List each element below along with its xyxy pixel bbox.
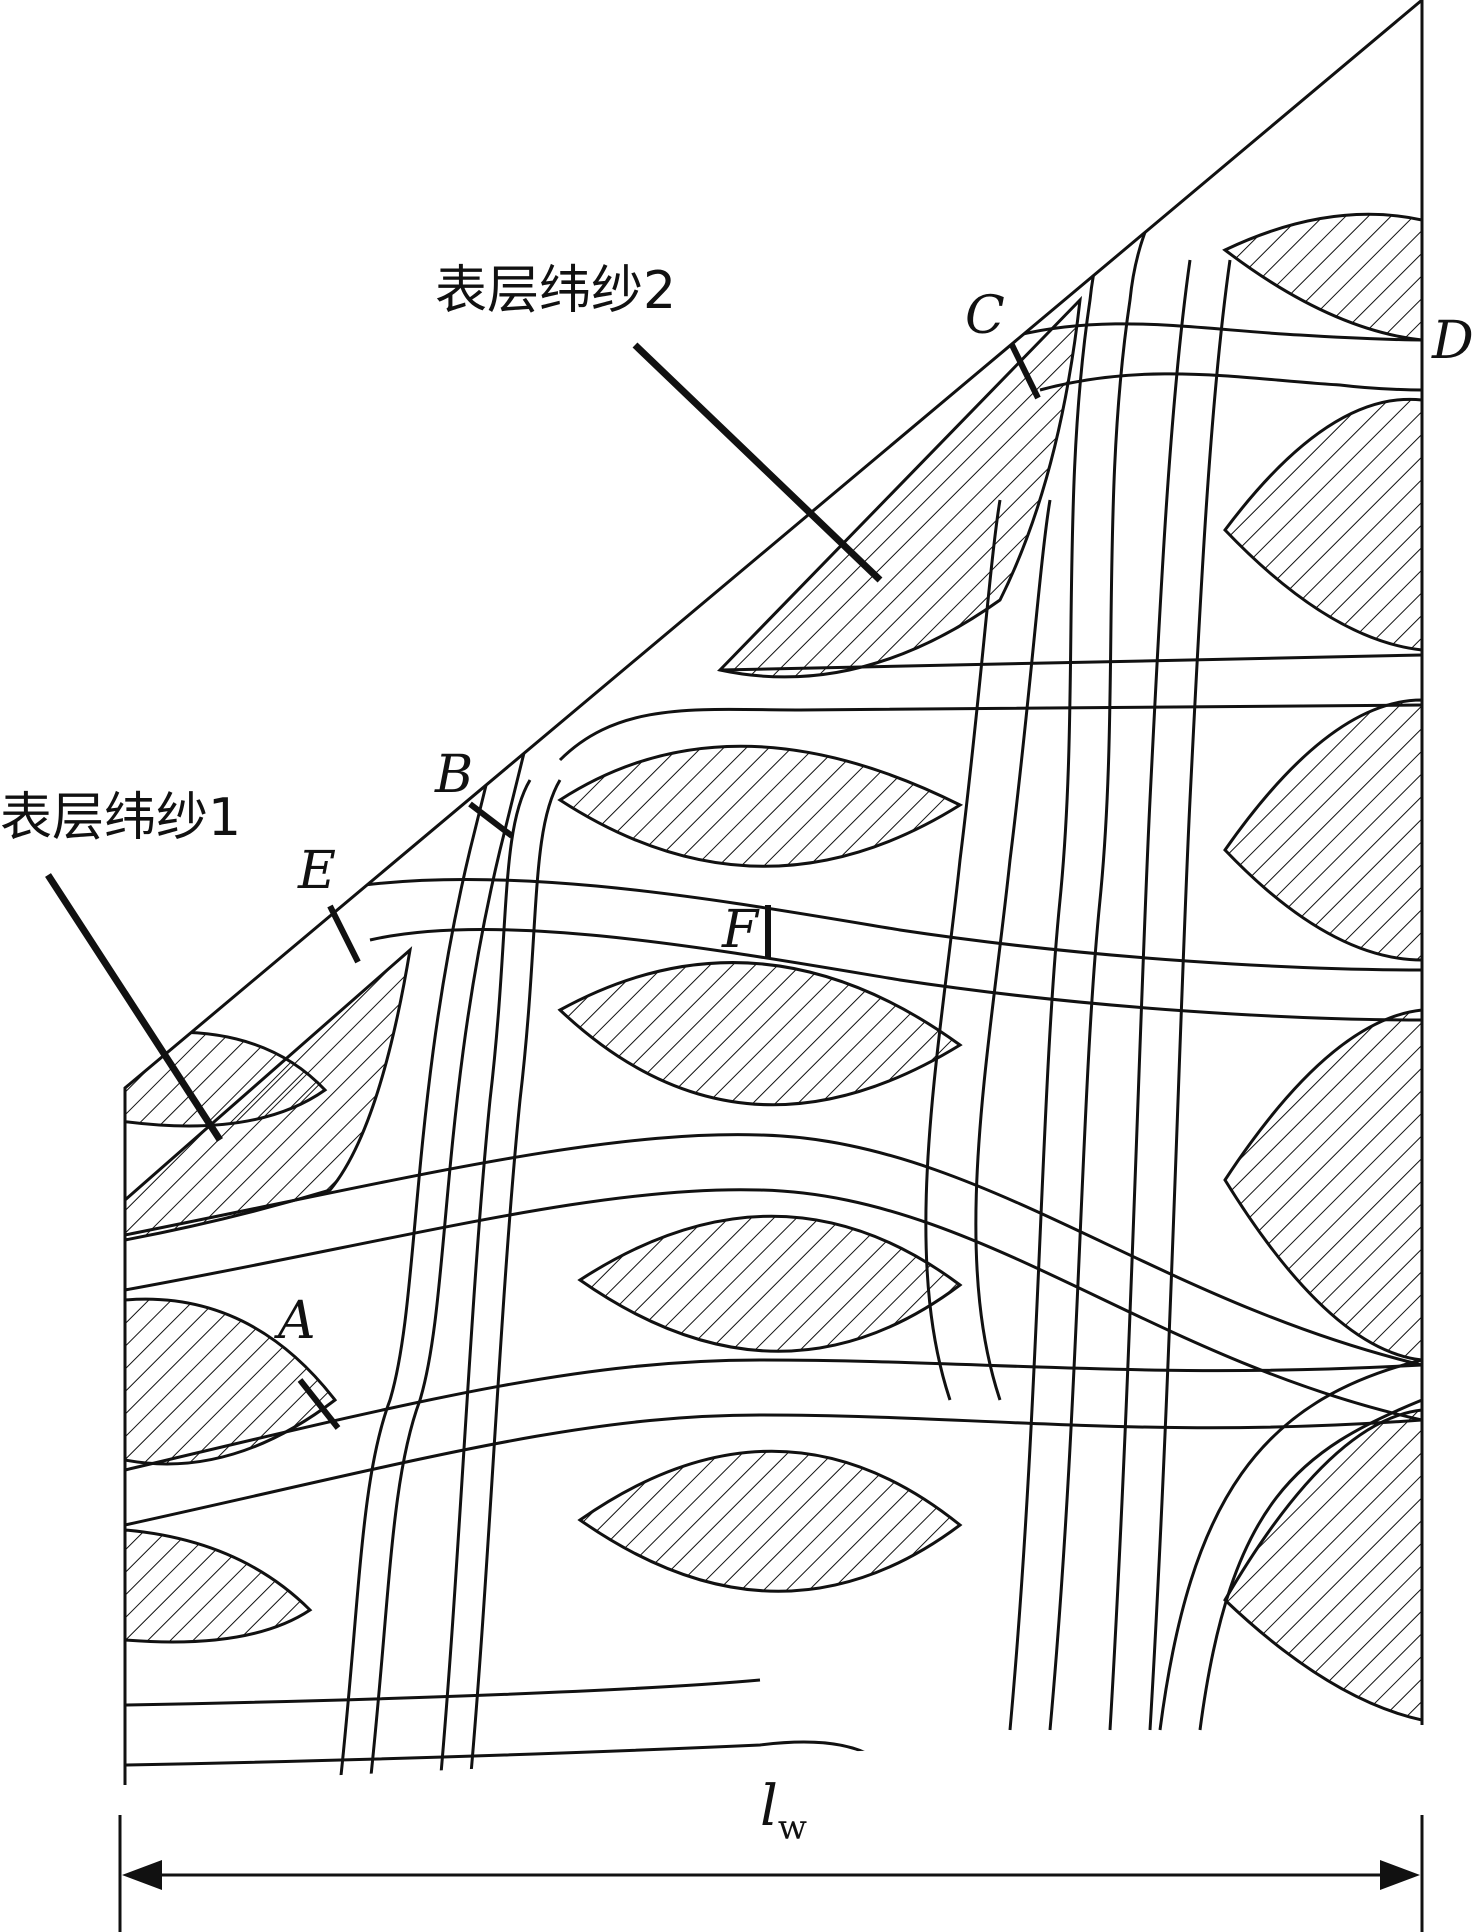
label-point-e: E — [297, 841, 336, 901]
warp-yarn-line — [924, 499, 1002, 1401]
label-point-d: D — [1431, 311, 1474, 371]
weft-yarn-line — [125, 1133, 1422, 1367]
fabric-outline — [123, 0, 1424, 1785]
label-point-b: B — [434, 745, 473, 805]
thickness-mark-a — [297, 1378, 341, 1430]
yarn-section-cell — [1222, 212, 1422, 342]
weft-yarn-line — [369, 927, 1422, 1022]
yarn-section-cell — [557, 744, 964, 868]
yarn-section-cell — [1223, 698, 1422, 962]
warp-yarn-line — [468, 779, 562, 1785]
warp-yarn-line — [974, 499, 1052, 1401]
yarn-section-cell — [125, 1297, 338, 1466]
yarn-section-cell — [125, 946, 413, 1242]
weft-yarn-line — [125, 1358, 1422, 1472]
yarn-section-cell — [125, 1528, 313, 1644]
label-surface-weft-1: 表层纬纱1 — [0, 788, 241, 848]
weft-yarn-line — [1039, 372, 1422, 392]
label-surface-weft-2: 表层纬纱2 — [435, 261, 676, 321]
yarn-section-cell — [1223, 397, 1422, 652]
weft-yarn-line — [999, 322, 1422, 342]
weft-yarn-line — [719, 653, 1422, 672]
weft-yarn-line — [125, 1188, 1422, 1422]
label-point-f: F — [721, 900, 760, 960]
warp-yarn-line — [1158, 1358, 1422, 1731]
warp-yarn-line — [1148, 259, 1232, 1731]
dimension-arrow-left — [122, 1860, 162, 1890]
warp-yarn-line — [438, 779, 532, 1785]
yarn-section-cell — [717, 295, 1082, 679]
weft-yarn-line — [329, 877, 1422, 972]
yarn-section-cell — [1223, 1008, 1422, 1362]
thickness-mark-c — [1009, 343, 1041, 400]
yarn-section-cell — [577, 1449, 963, 1593]
width-subscript: w — [778, 1808, 807, 1848]
weft-yarn-line — [125, 1678, 761, 1707]
dimension-arrow-right — [1380, 1860, 1420, 1890]
warp-yarn-line — [1198, 1398, 1422, 1731]
leader-line-weft-2 — [632, 342, 883, 583]
leader-line-weft-1 — [45, 873, 223, 1142]
label-point-a: A — [274, 1291, 316, 1351]
weft-yarn-line — [125, 1740, 902, 1785]
width-label: lw — [760, 1774, 807, 1848]
weft-yarn-line — [558, 703, 1422, 762]
yarn-section-cell — [577, 1214, 963, 1353]
warp-yarn-line — [1108, 259, 1192, 1731]
thickness-mark-e — [327, 904, 361, 964]
thickness-mark-b — [468, 801, 514, 839]
yarn-section-cell — [557, 961, 963, 1107]
fabric-region — [125, 99, 1422, 1785]
width-symbol: l — [760, 1774, 778, 1839]
label-point-c: C — [965, 286, 1005, 346]
